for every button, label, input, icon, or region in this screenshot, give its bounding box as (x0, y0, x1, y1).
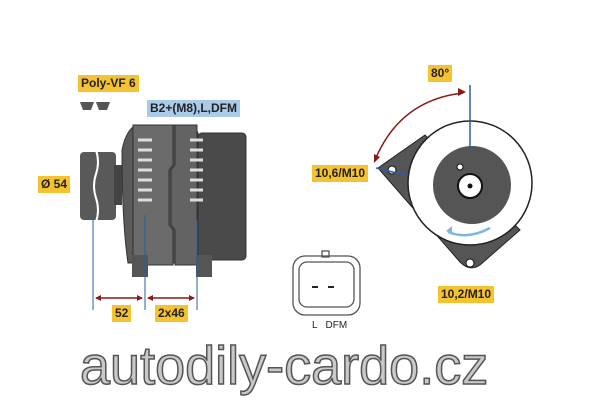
terminals-label: B2+(M8),L,DFM (147, 100, 240, 117)
dimension-lines (92, 215, 198, 310)
alternator-front-view (374, 85, 533, 269)
dimension-right-label: 2x46 (155, 305, 188, 322)
pulley-diameter-label: Ø 54 (38, 176, 71, 193)
pulley (80, 149, 122, 223)
connector-plug (292, 250, 361, 316)
connector-pins-label: L DFM (312, 320, 348, 331)
watermark: autodily-cardo.cz (79, 335, 489, 397)
belt-icon (80, 102, 110, 110)
angle-label: 80° (428, 65, 453, 82)
mount-lower-label: 10,2/M10 (438, 286, 495, 303)
belt-type-label: Poly-VF 6 (78, 75, 139, 92)
alternator-side-view (121, 124, 247, 277)
dimension-left-label: 52 (112, 305, 132, 322)
mount-upper-label: 10,6/M10 (312, 165, 369, 182)
